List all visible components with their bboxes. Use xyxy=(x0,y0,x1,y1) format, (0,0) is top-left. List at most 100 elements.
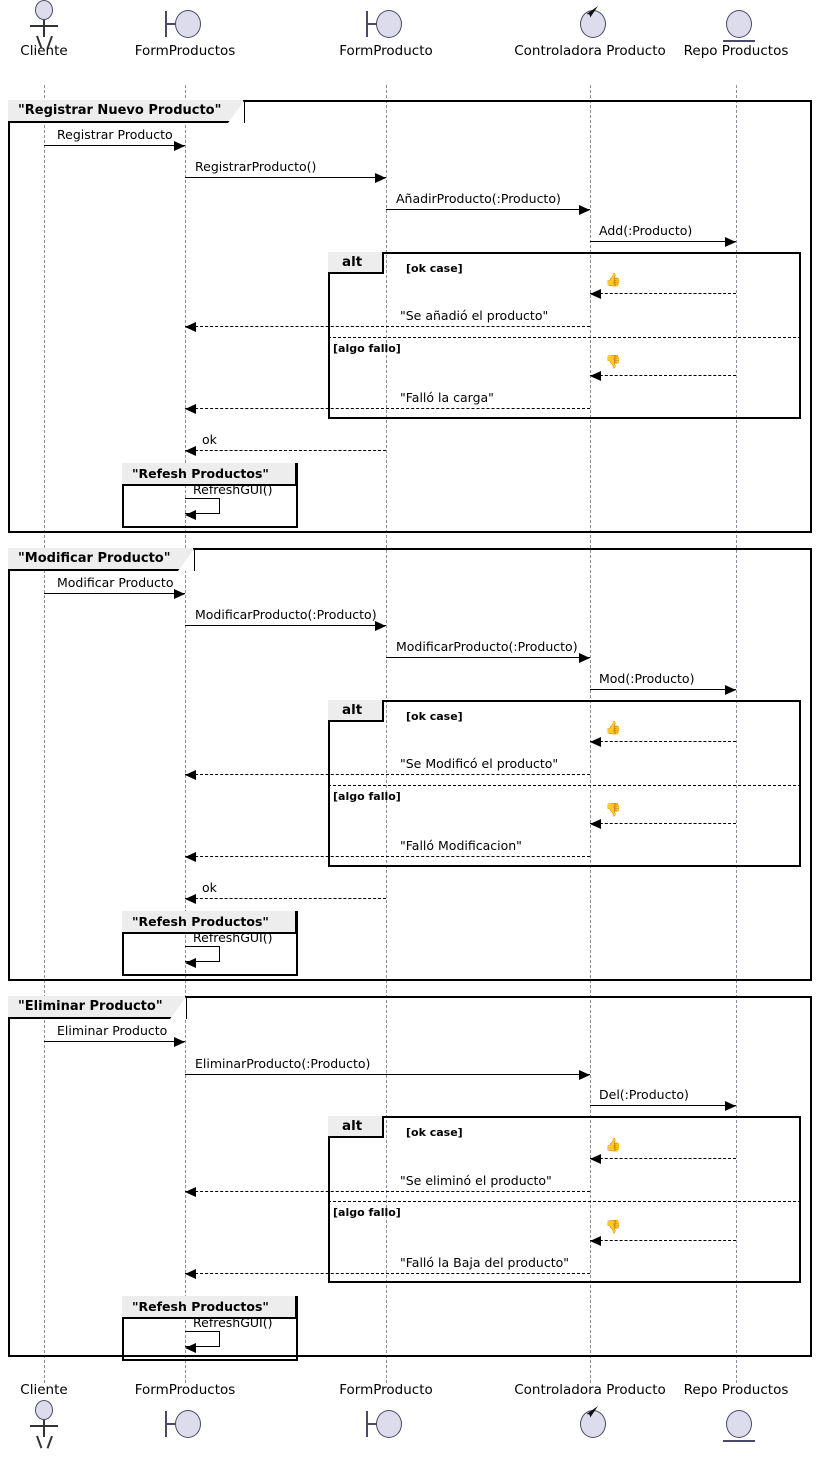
self-message-loop xyxy=(185,1331,220,1347)
participant-label: FormProducto xyxy=(339,43,433,59)
self-message-loop xyxy=(185,946,220,962)
return-message-line xyxy=(185,326,590,327)
return-message-line xyxy=(185,856,590,857)
alt-fragment xyxy=(328,700,801,867)
entity-icon xyxy=(713,1404,759,1444)
message-label: ModificarProducto(:Producto) xyxy=(195,607,377,622)
participant-head-formproducto: FormProducto xyxy=(276,4,496,59)
lifeline-cliente xyxy=(44,85,45,1383)
self-message-arrowhead xyxy=(185,957,196,968)
message-arrowhead xyxy=(174,140,185,151)
message-label: Del(:Producto) xyxy=(599,1087,689,1102)
control-icon xyxy=(567,1404,613,1444)
return-status-icon-arrowhead xyxy=(590,288,601,299)
message-line xyxy=(44,145,185,146)
message-arrowhead xyxy=(579,1069,590,1080)
message-arrowhead xyxy=(174,1036,185,1047)
message-line xyxy=(185,1074,590,1075)
alt-guard: [algo fallo] xyxy=(333,1206,401,1219)
return-status-icon-line xyxy=(590,375,736,376)
return-message-label: "Se Modificó el producto" xyxy=(400,756,559,771)
alt-fragment-keyword: alt xyxy=(328,1116,385,1138)
lifeline-formproducto xyxy=(386,85,387,1383)
message-label: EliminarProducto(:Producto) xyxy=(195,1056,371,1071)
return-status-icon-label: 👍 xyxy=(605,1138,622,1153)
self-message-arrowhead xyxy=(185,1342,196,1353)
return-message-label: ok xyxy=(202,432,217,447)
return-status-icon-line xyxy=(590,741,736,742)
participant-foot-controladora: Controladora Producto xyxy=(480,1383,700,1450)
participant-head-repo: Repo Productos xyxy=(626,4,816,59)
participant-foot-cliente: Cliente xyxy=(0,1383,154,1450)
message-line xyxy=(386,209,590,210)
return-message-arrowhead xyxy=(185,1186,196,1197)
return-message-arrowhead xyxy=(185,769,196,780)
message-label: Modificar Producto xyxy=(57,575,174,590)
alt-divider xyxy=(328,785,801,786)
return-status-icon-arrowhead xyxy=(590,1153,601,1164)
group-frame xyxy=(8,100,812,533)
self-message-label: RefreshGUI() xyxy=(193,930,273,945)
alt-fragment-keyword: alt xyxy=(328,700,385,722)
message-label: RegistrarProducto() xyxy=(195,159,317,174)
self-message-loop xyxy=(185,498,220,514)
message-label: Eliminar Producto xyxy=(57,1023,168,1038)
return-status-icon-label: 👍 xyxy=(605,721,622,736)
group-frame-label: "Eliminar Producto" xyxy=(8,996,187,1020)
return-status-icon-arrowhead xyxy=(590,736,601,747)
message-label: Add(:Producto) xyxy=(599,223,693,238)
boundary-icon xyxy=(162,1404,208,1444)
alt-fragment-keyword: alt xyxy=(328,252,385,274)
message-line xyxy=(185,177,386,178)
return-message-label: "Falló Modificacion" xyxy=(400,838,522,853)
return-message-label: "Falló la Baja del producto" xyxy=(400,1255,570,1270)
participant-head-cliente: Cliente xyxy=(0,0,154,59)
return-message-arrowhead xyxy=(185,1268,196,1279)
control-icon xyxy=(567,4,613,44)
group-frame-label: "Modificar Producto" xyxy=(8,548,195,572)
return-message-arrowhead xyxy=(185,321,196,332)
message-arrowhead xyxy=(375,172,386,183)
alt-divider xyxy=(328,1201,801,1202)
boundary-icon xyxy=(363,1404,409,1444)
participant-label: Controladora Producto xyxy=(514,43,666,59)
return-message-label: ok xyxy=(202,880,217,895)
self-message-label: RefreshGUI() xyxy=(193,482,273,497)
alt-fragment xyxy=(328,252,801,419)
return-status-icon-label: 👍 xyxy=(605,273,622,288)
return-message-label: "Se eliminó el producto" xyxy=(400,1173,552,1188)
alt-divider xyxy=(328,337,801,338)
actor-icon xyxy=(21,0,67,49)
participant-head-formproductos: FormProductos xyxy=(75,4,295,59)
entity-icon xyxy=(713,4,759,44)
group-frame-label: "Registrar Nuevo Producto" xyxy=(8,100,246,124)
alt-guard: [ok case] xyxy=(406,1126,463,1139)
return-status-icon-arrowhead xyxy=(590,1235,601,1246)
participant-label: Repo Productos xyxy=(683,1382,789,1398)
participant-label: FormProductos xyxy=(134,1382,236,1398)
self-message-label: RefreshGUI() xyxy=(193,1315,273,1330)
message-label: ModificarProducto(:Producto) xyxy=(396,639,578,654)
return-status-icon-arrowhead xyxy=(590,370,601,381)
self-message-arrowhead xyxy=(185,509,196,520)
message-label: Mod(:Producto) xyxy=(599,671,695,686)
message-arrowhead xyxy=(725,1100,736,1111)
participant-label: FormProducto xyxy=(339,1382,433,1398)
return-message-arrowhead xyxy=(185,893,196,904)
lifeline-formproductos xyxy=(185,85,186,1383)
participant-label: Controladora Producto xyxy=(514,1382,666,1398)
group-frame xyxy=(8,548,812,981)
return-status-icon-label: 👎 xyxy=(605,355,622,370)
alt-guard: [algo fallo] xyxy=(333,790,401,803)
return-status-icon-line xyxy=(590,823,736,824)
participant-head-controladora: Controladora Producto xyxy=(480,4,700,59)
message-arrowhead xyxy=(375,620,386,631)
alt-guard: [algo fallo] xyxy=(333,342,401,355)
message-line xyxy=(44,1041,185,1042)
participant-foot-formproducto: FormProducto xyxy=(276,1383,496,1450)
participant-foot-formproductos: FormProductos xyxy=(75,1383,295,1450)
alt-guard: [ok case] xyxy=(406,262,463,275)
participant-label: Repo Productos xyxy=(683,43,789,59)
participant-foot-repo: Repo Productos xyxy=(626,1383,816,1450)
